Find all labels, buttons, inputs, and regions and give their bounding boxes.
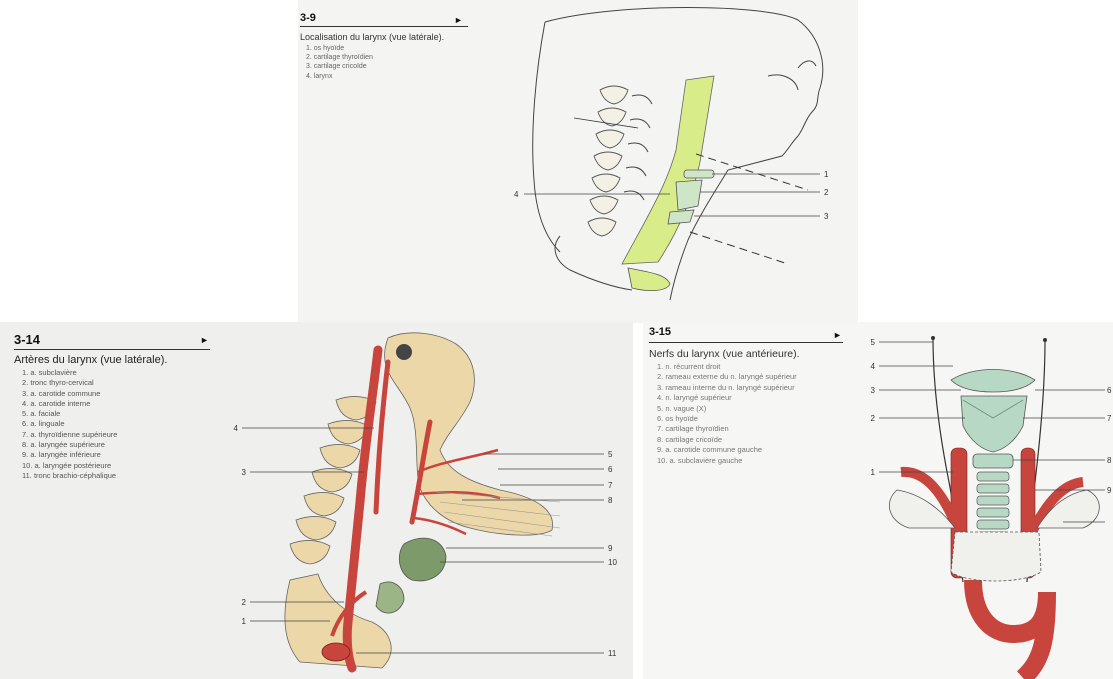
callout-label: 3 [871, 386, 876, 395]
callout-label: 2 [871, 414, 876, 423]
laryngeal-arteries-illustration: 4 3 2 1 5 6 7 8 9 10 11 [0, 322, 633, 679]
callout-label: 9 [1107, 486, 1112, 495]
vertebrae [588, 86, 652, 236]
clavicle [628, 268, 670, 291]
cricoid-cartilage [668, 210, 694, 224]
callout-label: 4 [514, 190, 519, 199]
hyoid-bone [951, 370, 1035, 393]
callout-label: 6 [608, 465, 613, 474]
callout-label: 2 [824, 188, 829, 197]
figure-3-9-panel: 3-9 ► Localisation du larynx (vue latéra… [298, 0, 858, 323]
larynx-location-illustration: 1 2 3 4 [298, 0, 858, 323]
callout-label: 11 [608, 649, 617, 658]
callout-label: 3 [824, 212, 829, 221]
callout-label: 5 [871, 338, 876, 347]
callout-label: 1 [242, 617, 247, 626]
laryngeal-nerves-illustration: 5 4 3 2 1 6 7 8 9 [643, 322, 1113, 679]
callout-label: 8 [608, 496, 613, 505]
callout-label: 4 [234, 424, 239, 433]
callout-label: 5 [608, 450, 613, 459]
ear-canal-icon [396, 344, 412, 360]
thyroid-cartilage [676, 180, 702, 210]
callout-label: 4 [871, 362, 876, 371]
figure-3-14-panel: 3-14 ► Artères du larynx (vue latérale).… [0, 322, 633, 679]
aortic-arch [973, 580, 1047, 678]
sternum [951, 532, 1041, 581]
callout-label: 7 [608, 481, 613, 490]
callout-label: 8 [1107, 456, 1112, 465]
callout-label: 6 [1107, 386, 1112, 395]
hyoid-bone [684, 170, 714, 178]
brachiocephalic-trunk [322, 643, 350, 661]
trachea [977, 472, 1009, 541]
callout-label: 3 [242, 468, 247, 477]
thyroid-gland [399, 538, 446, 581]
skull-base [385, 333, 553, 535]
callout-label: 9 [608, 544, 613, 553]
callout-label: 1 [871, 468, 876, 477]
callout-label: 2 [242, 598, 247, 607]
callout-label: 7 [1107, 414, 1112, 423]
figure-3-15-panel: 3-15 ► Nerfs du larynx (vue antérieure).… [643, 322, 1113, 679]
callout-label: 10 [608, 558, 617, 567]
cricoid-cartilage [973, 454, 1013, 468]
callout-label: 1 [824, 170, 829, 179]
